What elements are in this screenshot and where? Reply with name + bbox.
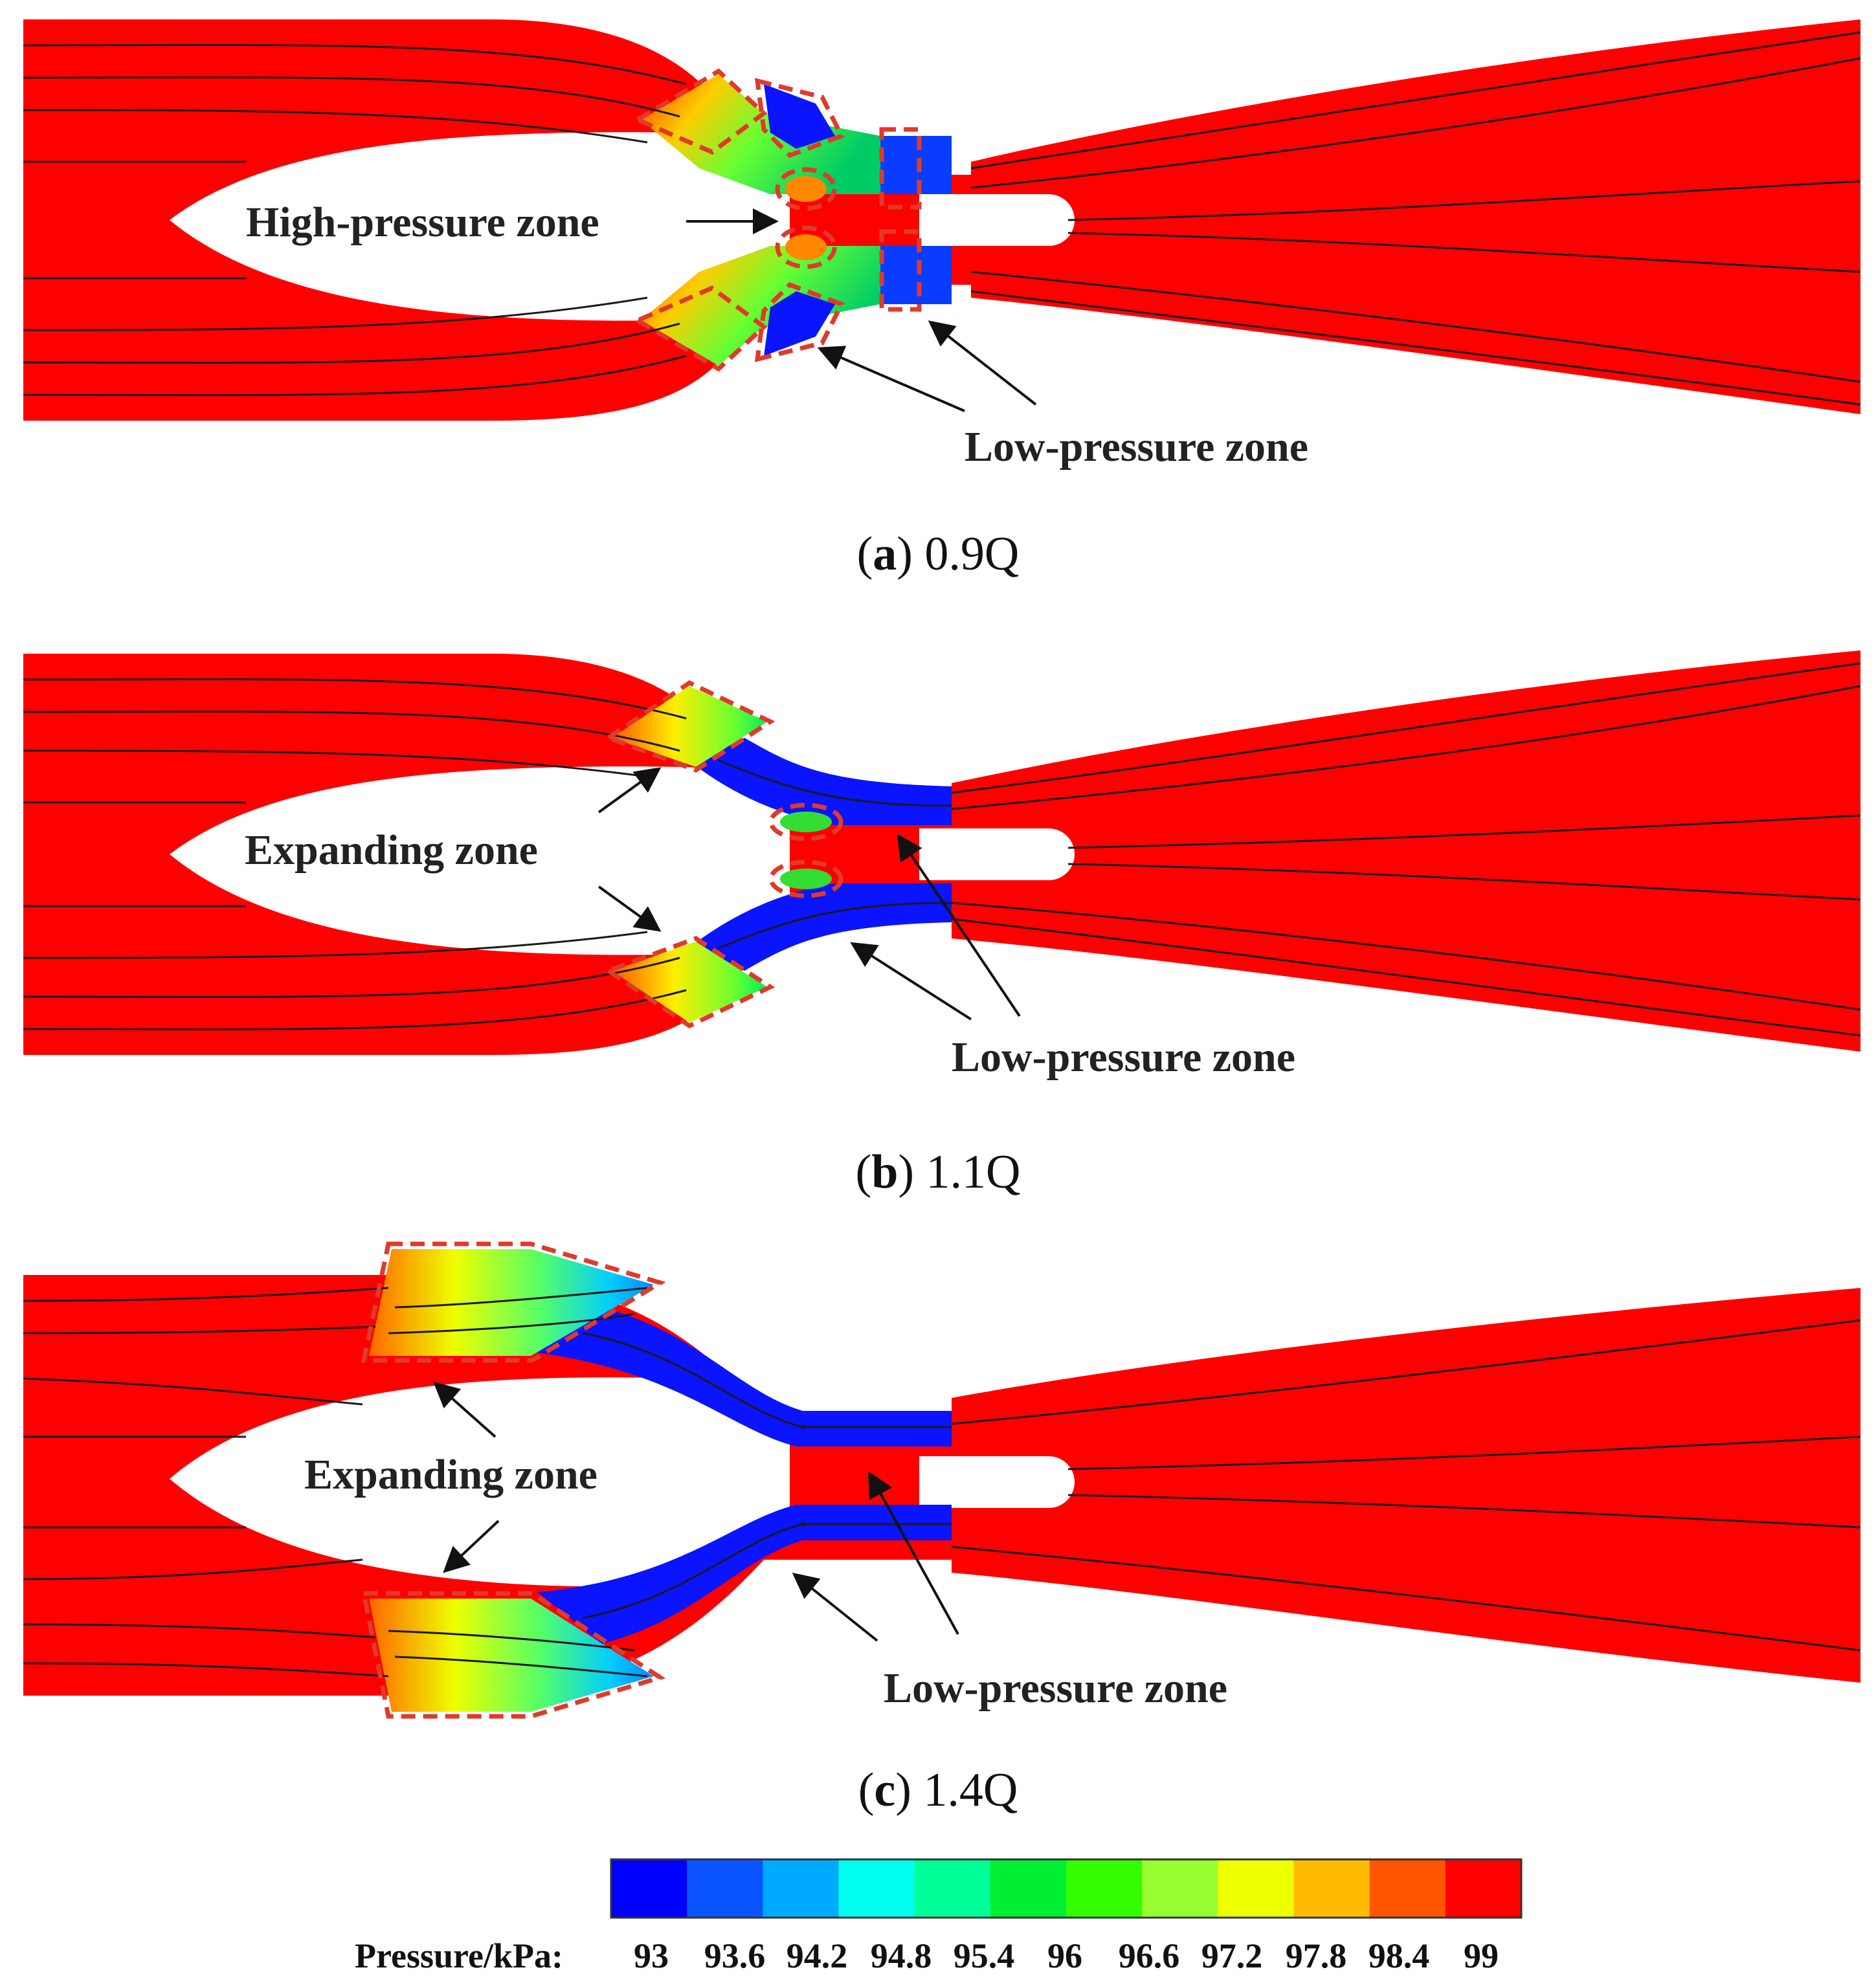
colorbar-swatch — [1369, 1859, 1446, 1918]
colorbar-tick-label: 94.2 — [787, 1936, 848, 1975]
panel-b-caption: (b) 1.1Q — [856, 1146, 1021, 1199]
colorbar-swatch — [1445, 1859, 1522, 1918]
panel-b-slot-void — [919, 828, 1075, 880]
panel-b-lower-vane-outline — [603, 936, 776, 1029]
panel-a-upper-vane-outline — [632, 68, 768, 155]
panel-b-lower-spot-outline — [768, 859, 843, 898]
colorbar-tick-label: 95.4 — [954, 1936, 1015, 1975]
panel-a-bullet-void — [170, 132, 790, 321]
colorbar-swatch — [1142, 1859, 1218, 1918]
colorbar-tick-label: 96.6 — [1119, 1936, 1180, 1975]
panel-a-upper-cavity — [764, 84, 835, 149]
panel-b-streamlines — [23, 662, 1861, 1037]
colorbar-swatch — [1293, 1859, 1370, 1918]
panel-a-arrow-low-1 — [817, 346, 965, 412]
colorbar-swatches — [611, 1859, 1522, 1918]
colorbar-tick-label: 93 — [634, 1936, 669, 1975]
panel-a-upper-throat — [880, 136, 952, 194]
colorbar-tick-label: 96 — [1047, 1936, 1082, 1975]
panel-a-upper-label: High-pressure zone — [246, 199, 599, 246]
panel-b-arrow-expand-2 — [597, 885, 662, 932]
colorbar-swatch — [1218, 1859, 1295, 1918]
panel-b-lower-spot — [780, 869, 832, 889]
colorbar-tick-label: 93.6 — [704, 1936, 766, 1975]
colorbar-swatch — [687, 1859, 763, 1918]
panel-a-lower-vane — [641, 246, 880, 366]
panel-a-upper-throat-outline — [879, 127, 922, 210]
panel-b-arrow-expand-1 — [597, 767, 662, 814]
panel-a-lower-cavity — [764, 291, 835, 356]
panel-a-lower-cavity-outline — [754, 282, 845, 362]
colorbar-swatch — [1066, 1859, 1143, 1918]
panel-a: High-pressure zone Low-pressure zone (a)… — [23, 19, 1861, 581]
panel-b-upper-vane-outline — [603, 680, 776, 773]
panel-a-upper-cavity-outline — [754, 78, 845, 159]
colorbar-tick-label: 94.8 — [871, 1936, 932, 1975]
panel-b-arrow-low-2 — [897, 834, 1021, 1017]
panel-b-lower-vane — [612, 942, 767, 1023]
panel-a-caption: (a) 0.9Q — [857, 527, 1020, 581]
colorbar-swatch — [611, 1859, 687, 1918]
panel-c-caption: (c) 1.4Q — [858, 1764, 1018, 1817]
panel-c-bullet-void — [170, 1377, 790, 1587]
panel-c-arrow-expand-2 — [443, 1520, 500, 1573]
colorbar: Pressure/kPa: 93 93.6 94.2 94.8 95.4 96 96.6 97… — [355, 1858, 1523, 1975]
panel-c-lower-label: Low-pressure zone — [884, 1665, 1227, 1712]
panel-c-lower-vane-outline — [361, 1591, 666, 1719]
panel-a-slot-void — [919, 194, 1075, 246]
panel-c-upper-vane-outline — [361, 1241, 666, 1363]
panel-b-lower-label: Low-pressure zone — [952, 1034, 1295, 1081]
panel-c-arrow-expand-1 — [433, 1381, 497, 1438]
panel-c-arrow-low-1 — [792, 1573, 878, 1642]
colorbar-swatch — [763, 1859, 840, 1918]
panel-a-lower-throat — [880, 246, 952, 304]
panel-b-upper-label: Expanding zone — [245, 826, 538, 874]
panel-a-lower-vane-outline — [632, 285, 768, 372]
panel-b-arrow-low-1 — [850, 942, 972, 1021]
colorbar-swatch — [838, 1859, 915, 1918]
panel-c-lower-channel — [537, 1505, 952, 1644]
panel-a-lower-spot — [785, 234, 827, 260]
panel-b-upper-spot-outline — [768, 803, 843, 841]
colorbar-tick-labels: 93 93.6 94.2 94.8 95.4 96 96.6 97.2 97.8 98.4 99 — [634, 1936, 1499, 1975]
panel-a-streamlines — [23, 31, 1861, 406]
panel-a-lower-label: Low-pressure zone — [965, 423, 1308, 471]
panel-c-upper-label: Expanding zone — [304, 1451, 597, 1498]
panel-a-arrow-low-2 — [928, 320, 1037, 406]
panel-c-upper-vane — [369, 1249, 654, 1356]
panel-a-upper-vane — [641, 74, 880, 194]
panel-c-lower-vane — [369, 1599, 654, 1712]
panel-c-upper-channel — [537, 1307, 952, 1446]
panel-c-streamlines — [23, 1287, 1861, 1678]
colorbar-tick-label: 98.4 — [1368, 1936, 1430, 1975]
colorbar-swatch — [914, 1859, 991, 1918]
panel-c-slot-void — [919, 1456, 1075, 1508]
colorbar-tick-label: 97.8 — [1286, 1936, 1347, 1975]
panel-b-upper-vane — [612, 686, 767, 767]
colorbar-title: Pressure/kPa: — [355, 1936, 563, 1975]
colorbar-swatch — [990, 1859, 1067, 1918]
panel-a-upper-spot — [785, 176, 827, 202]
panel-c-arrow-low-2 — [868, 1470, 959, 1635]
colorbar-tick-label: 99 — [1464, 1936, 1499, 1975]
panel-b-upper-spot — [780, 812, 832, 832]
panel-b: Expanding zone Low-pressure zone (b) 1.1… — [23, 650, 1861, 1199]
panel-c: Expanding zone Low-pressure zone (c) 1.4… — [23, 1241, 1861, 1817]
panel-a-upper-spot-outline — [775, 167, 837, 211]
colorbar-frame — [610, 1858, 1523, 1919]
panel-a-lower-throat-outline — [879, 229, 922, 312]
colorbar-tick-label: 97.2 — [1201, 1936, 1263, 1975]
panel-a-lower-spot-outline — [775, 225, 837, 269]
